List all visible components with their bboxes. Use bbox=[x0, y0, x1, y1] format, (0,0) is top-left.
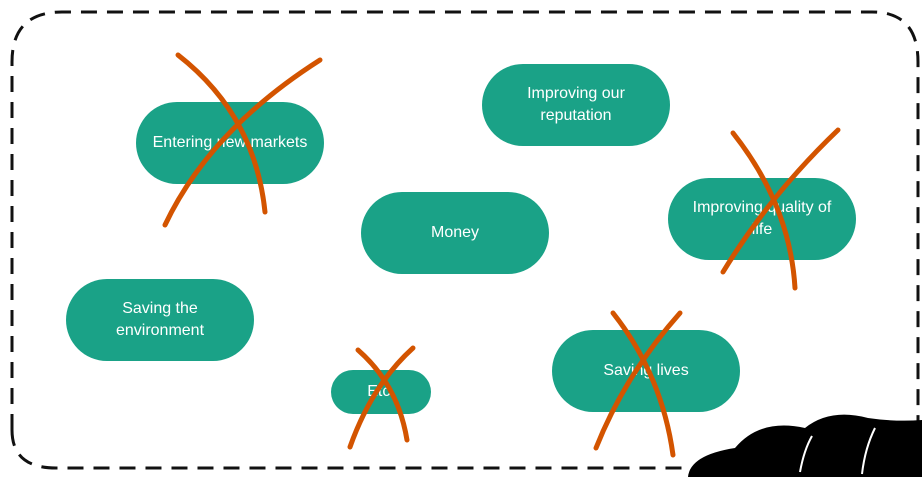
pill-improving-our-reputation: Improving our reputation bbox=[482, 64, 670, 146]
strike-entering-new-markets bbox=[162, 52, 323, 228]
strike-saving-lives bbox=[593, 310, 683, 458]
pill-entering-new-markets: Entering new markets bbox=[136, 102, 324, 184]
pill-money: Money bbox=[361, 192, 549, 274]
pill-label: Saving the environment bbox=[115, 300, 205, 339]
pill-label: Entering new markets bbox=[152, 134, 308, 151]
pill-label: Improving our reputation bbox=[527, 85, 625, 124]
strike-improving-quality-of-life bbox=[720, 127, 841, 291]
strike-etc bbox=[347, 345, 416, 450]
pill-saving-the-environment: Saving the environment bbox=[66, 279, 254, 361]
pill-label: Money bbox=[430, 224, 480, 241]
